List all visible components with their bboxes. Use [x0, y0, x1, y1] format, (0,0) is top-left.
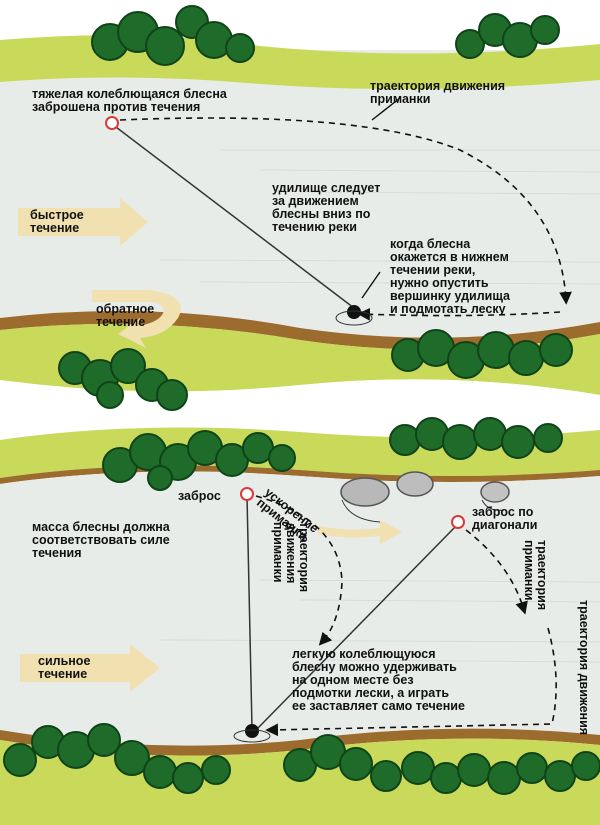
rod-pointer	[361, 271, 381, 299]
bottom-water-texture	[159, 579, 600, 663]
diagonal-cast-marker	[451, 515, 465, 529]
trajectory-far-right-label: траектория движения	[577, 600, 591, 736]
bottom-angler	[245, 724, 259, 738]
trajectory-right-label: траектория приманки	[522, 540, 549, 611]
bottom-trees-lower	[3, 723, 600, 795]
left-line	[246, 495, 253, 729]
right-trajectory	[465, 529, 528, 615]
top-water-texture	[159, 149, 600, 285]
diagonal-line	[257, 523, 459, 729]
cast-marker	[240, 487, 254, 501]
top-trajectory	[119, 117, 572, 305]
lower-rod-label: когда блесна окажется в нижнем течении р…	[390, 237, 510, 316]
bottom-lower-bank-edge	[0, 728, 600, 756]
top-panel	[0, 0, 600, 411]
stone	[480, 481, 510, 503]
fast-current-label: быстрое течение	[30, 208, 84, 235]
top-angler-ripple	[335, 310, 373, 326]
acceleration-arrow	[318, 520, 402, 544]
reverse-current-label: обратное течение	[96, 302, 155, 329]
cast-label: заброс	[178, 489, 221, 503]
top-trees-right	[455, 13, 560, 59]
bottom-trees-upper-left	[102, 430, 296, 491]
mass-label: масса блесны должна соответствовать силе…	[32, 520, 170, 560]
bottom-trees-upper-right	[389, 417, 563, 460]
top-trees-left	[91, 5, 255, 66]
top-retrieve	[357, 307, 561, 321]
stone	[340, 477, 390, 507]
bottom-water	[0, 471, 600, 746]
trajectory-left-label: траектория движения приманки	[271, 522, 311, 593]
stone	[396, 471, 434, 497]
stone-eddy	[341, 499, 381, 523]
top-angler	[347, 305, 361, 319]
left-trajectory	[255, 495, 343, 646]
bottom-panel	[0, 417, 600, 825]
trajectory-pointer	[371, 97, 401, 121]
heavy-lure-label: тяжелая колеблющаяся блесна заброшена пр…	[32, 87, 227, 114]
top-line	[111, 123, 355, 309]
far-right-trajectory	[265, 627, 557, 737]
trajectory-label: траектория движения приманки	[370, 79, 506, 106]
fast-current-arrow	[18, 198, 148, 246]
top-trees-lower-right	[391, 329, 573, 379]
rod-follows-label: удилище следует за движением блесны вниз…	[272, 181, 381, 234]
strong-current-label: сильное течение	[38, 654, 91, 681]
light-lure-label: легкую колеблющуюся блесну можно удержив…	[292, 647, 465, 713]
top-lure-marker	[105, 116, 119, 130]
strong-current-arrow	[20, 644, 160, 692]
reverse-current-arrow	[92, 290, 181, 348]
top-trees-lower-left	[58, 348, 188, 411]
bottom-angler-ripple	[233, 729, 271, 743]
stone-eddy	[481, 499, 505, 511]
top-upper-bank	[0, 0, 600, 50]
diagonal-cast-label: заброс по диагонали	[472, 505, 538, 532]
